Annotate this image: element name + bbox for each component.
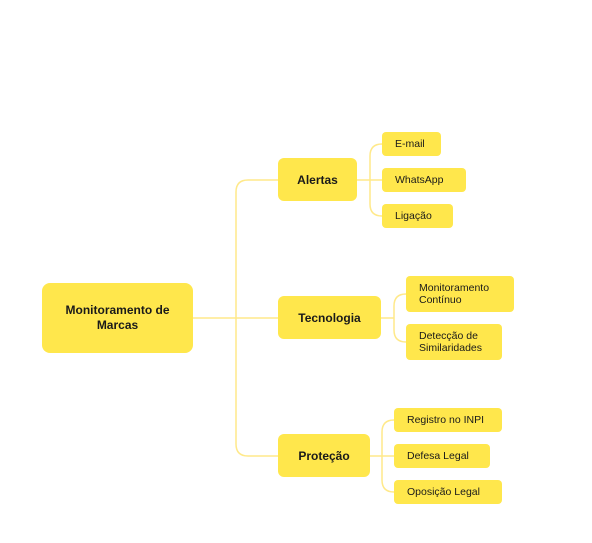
root-label: Monitoramento de Marcas [65, 303, 170, 332]
leaf-registro-inpi: Registro no INPI [394, 408, 502, 432]
leaf-label: Ligação [395, 210, 432, 222]
leaf-ligacao: Ligação [382, 204, 453, 228]
branch-tecnologia: Tecnologia [278, 296, 381, 339]
leaf-label: Oposição Legal [407, 486, 480, 498]
root-node: Monitoramento de Marcas [42, 283, 193, 353]
leaf-oposicao-legal: Oposição Legal [394, 480, 502, 504]
branch-alertas: Alertas [278, 158, 357, 201]
leaf-defesa-legal: Defesa Legal [394, 444, 490, 468]
leaf-label: Registro no INPI [407, 414, 485, 426]
branch-protecao: Proteção [278, 434, 370, 477]
leaf-label: Defesa Legal [407, 450, 469, 462]
branch-label: Tecnologia [298, 310, 361, 325]
leaf-label: E-mail [395, 138, 425, 150]
connector-protecao [370, 419, 395, 493]
branch-label: Proteção [298, 448, 350, 463]
leaf-deteccao-similaridades: Detecção de Similaridades [406, 324, 502, 360]
leaf-email: E-mail [382, 132, 441, 156]
connector-tecnologia-items [381, 293, 407, 343]
branch-label: Alertas [297, 172, 338, 187]
leaf-whatsapp: WhatsApp [382, 168, 466, 192]
leaf-label: WhatsApp [395, 174, 444, 186]
leaf-label: Detecção de Similaridades [419, 330, 483, 354]
leaf-label: Monitoramento Contínuo [419, 282, 490, 306]
leaf-monitoramento-continuo: Monitoramento Contínuo [406, 276, 514, 312]
connector-alertas [357, 143, 383, 217]
